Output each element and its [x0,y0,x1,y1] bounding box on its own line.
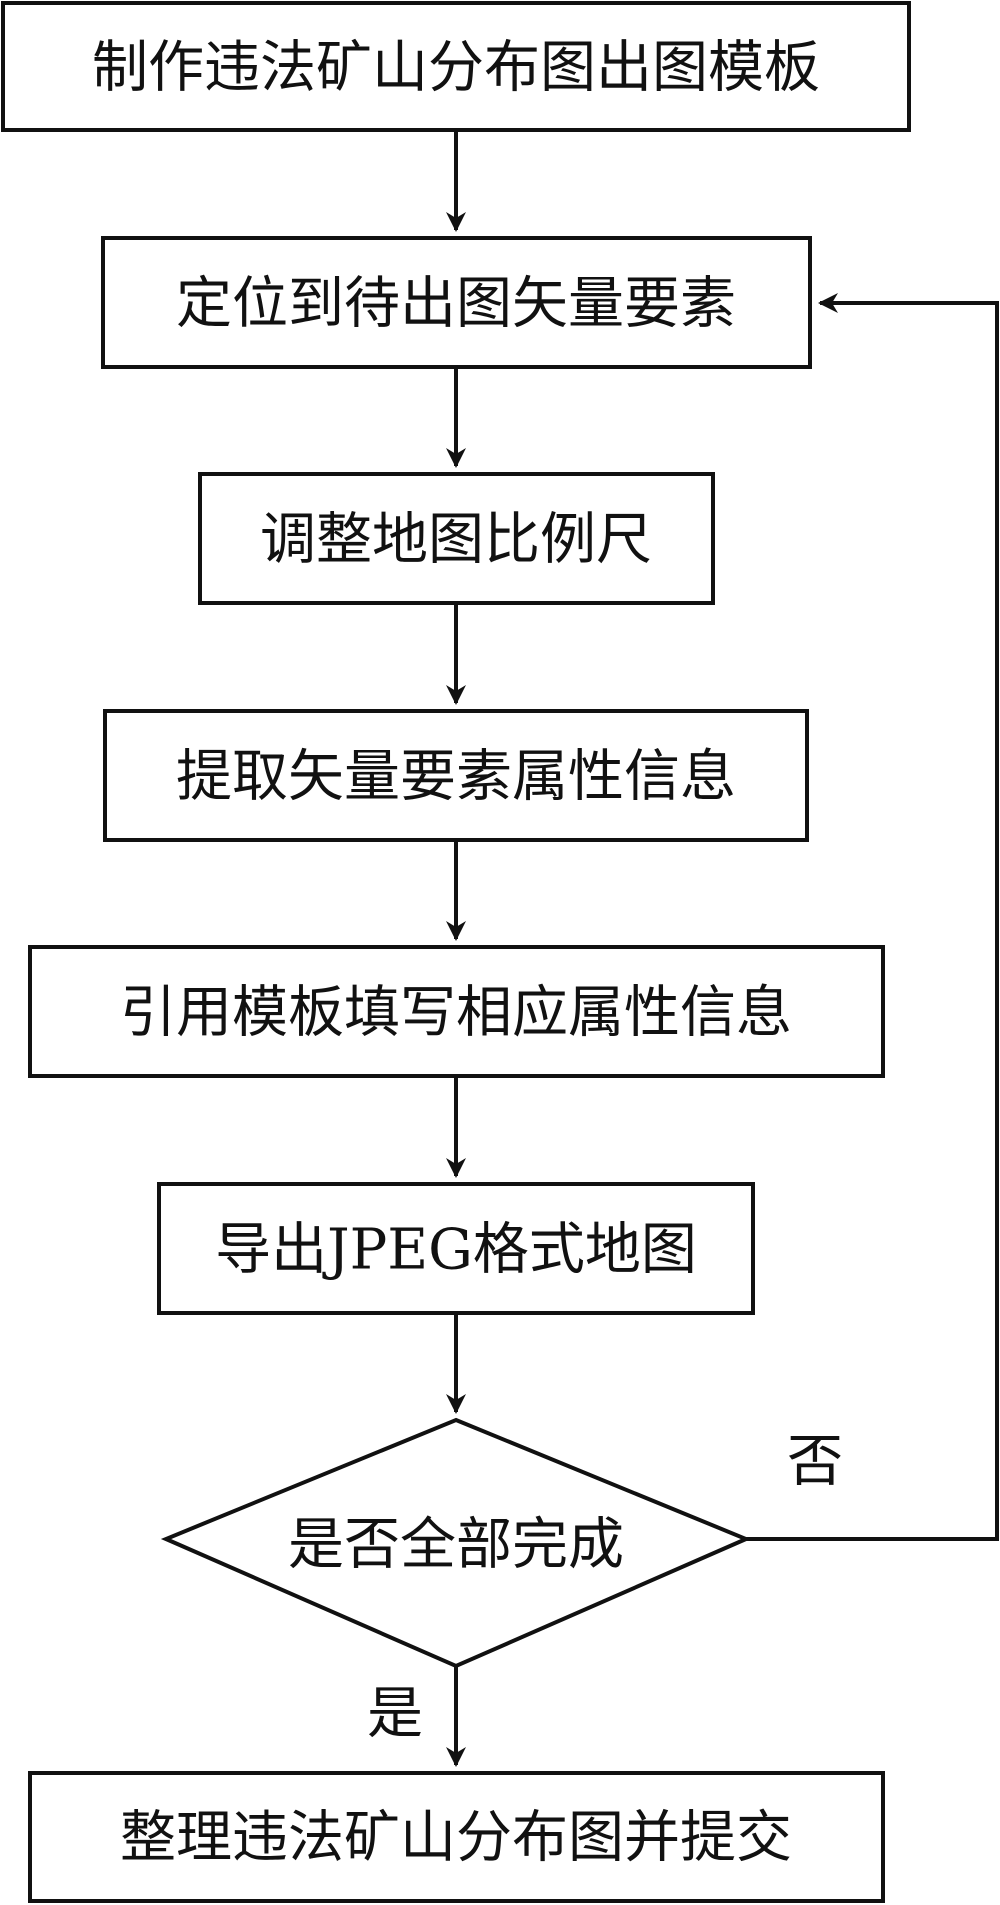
process-label-make-template: 制作违法矿山分布图出图模板 [92,36,820,101]
process-label-organize-submit: 整理违法矿山分布图并提交 [120,1806,792,1871]
decision-diamond-all-done: 是否全部完成 [160,1417,752,1669]
arrow-decision-no-loop [746,293,999,1541]
process-box-fill-template: 引用模板填写相应属性信息 [28,945,885,1078]
decision-label-all-done: 是否全部完成 [288,1513,624,1578]
process-box-adjust-scale: 调整地图比例尺 [198,472,715,605]
process-box-export-jpeg: 导出JPEG格式地图 [157,1182,755,1315]
process-box-make-template: 制作违法矿山分布图出图模板 [1,1,911,132]
process-box-extract-attributes: 提取矢量要素属性信息 [103,709,809,842]
process-label-locate-feature: 定位到待出图矢量要素 [176,272,736,337]
edge-label-yes: 是 [367,1682,423,1747]
process-box-organize-submit: 整理违法矿山分布图并提交 [28,1771,885,1903]
process-label-export-jpeg: 导出JPEG格式地图 [215,1218,697,1283]
process-box-locate-feature: 定位到待出图矢量要素 [101,236,812,369]
process-label-fill-template: 引用模板填写相应属性信息 [120,981,792,1046]
process-label-extract-attributes: 提取矢量要素属性信息 [176,745,736,810]
edge-label-no: 否 [787,1430,843,1495]
process-label-adjust-scale: 调整地图比例尺 [260,508,652,573]
